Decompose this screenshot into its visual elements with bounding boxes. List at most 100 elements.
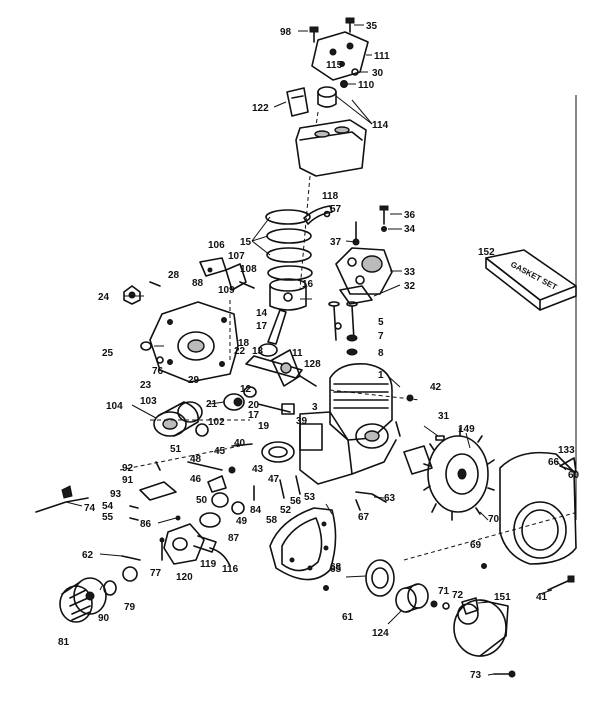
screw-28 — [149, 281, 161, 287]
nut-110 — [340, 80, 348, 88]
label-34: 34 — [404, 224, 416, 235]
label-61: 61 — [342, 612, 354, 623]
label-56: 56 — [290, 496, 302, 507]
label-103: 103 — [140, 396, 157, 407]
label-5: 5 — [378, 317, 384, 328]
label-32: 32 — [404, 281, 416, 292]
label-152: 152 — [478, 247, 495, 258]
pulley-124 — [395, 583, 429, 613]
screw-77 — [159, 537, 165, 561]
label-31: 31 — [438, 411, 450, 422]
label-90: 90 — [98, 613, 110, 624]
label-149: 149 — [458, 424, 475, 435]
governor-parts — [199, 475, 301, 528]
label-74: 74 — [84, 503, 96, 514]
label-52: 52 — [280, 505, 292, 516]
label-57: 57 — [330, 204, 342, 215]
label-25: 25 — [102, 348, 114, 359]
plug-42 — [406, 394, 414, 402]
label-45: 45 — [214, 446, 226, 457]
small-pins — [129, 461, 181, 521]
label-14: 14 — [256, 308, 268, 319]
governor-arm — [187, 443, 253, 474]
label-88: 88 — [192, 278, 204, 289]
label-19: 19 — [258, 421, 270, 432]
label-87: 87 — [228, 533, 240, 544]
part-number-labels: 98 35 111 115 30 110 122 114 118 57 36 3… — [58, 21, 580, 681]
screw-41 — [547, 575, 575, 591]
gasket-set-label: GASKET SET — [509, 260, 558, 292]
rod-67 — [355, 491, 387, 511]
seal-61 — [365, 559, 395, 597]
label-39: 39 — [296, 416, 308, 427]
bracket-32 — [339, 285, 373, 305]
cylinder-head-33 — [335, 247, 393, 295]
label-63: 63 — [384, 493, 396, 504]
label-15: 15 — [240, 237, 252, 248]
label-92: 92 — [122, 463, 134, 474]
ignition-coil — [403, 445, 433, 475]
label-71: 71 — [438, 586, 450, 597]
label-20: 20 — [248, 400, 260, 411]
label-50: 50 — [196, 495, 208, 506]
label-106: 106 — [208, 240, 225, 251]
label-79: 79 — [124, 602, 136, 613]
label-119: 119 — [200, 559, 217, 570]
label-1: 1 — [378, 370, 384, 381]
label-65: 65 — [330, 564, 342, 575]
label-30: 30 — [372, 68, 384, 79]
label-70: 70 — [488, 514, 500, 525]
label-17: 17 — [256, 321, 268, 332]
label-151: 151 — [494, 592, 511, 603]
label-62: 62 — [82, 550, 94, 561]
clamp-57 — [323, 210, 331, 218]
gasket-set-box: GASKET SET — [485, 249, 577, 311]
label-128: 128 — [304, 359, 321, 370]
leader-lines — [65, 24, 567, 676]
label-48: 48 — [190, 454, 202, 465]
linkage-74 — [35, 485, 89, 513]
label-86: 86 — [140, 519, 152, 530]
label-40: 40 — [234, 438, 246, 449]
label-98: 98 — [280, 27, 292, 38]
label-67: 67 — [358, 512, 370, 523]
label-43: 43 — [252, 464, 264, 475]
label-118: 118 — [322, 191, 339, 202]
label-54: 54 — [102, 501, 114, 512]
label-81: 81 — [58, 637, 70, 648]
label-22: 22 — [234, 346, 246, 357]
label-55: 55 — [102, 512, 114, 523]
label-115: 115 — [326, 60, 343, 71]
label-36: 36 — [404, 210, 416, 221]
label-24: 24 — [98, 292, 110, 303]
filter-79 — [122, 566, 138, 582]
crankcase-cover — [149, 301, 239, 383]
label-76: 76 — [152, 366, 164, 377]
label-111: 111 — [374, 51, 390, 62]
label-69: 69 — [470, 540, 482, 551]
label-60: 60 — [568, 470, 580, 481]
muffler-outlet — [317, 86, 337, 108]
guard-band-64 — [269, 507, 337, 581]
cylinder-block-1 — [299, 362, 397, 485]
screw-98 — [309, 26, 319, 43]
label-109: 109 — [218, 285, 235, 296]
label-49: 49 — [236, 516, 248, 527]
label-7: 7 — [378, 331, 384, 342]
exhaust-tube-118 — [303, 205, 333, 225]
recoil-starter-151 — [453, 597, 509, 657]
label-66: 66 — [548, 457, 560, 468]
connecting-rod-14 — [258, 309, 287, 357]
label-35: 35 — [366, 21, 378, 32]
label-108: 108 — [240, 264, 257, 275]
label-41: 41 — [536, 592, 548, 603]
label-77: 77 — [150, 568, 162, 579]
label-17b: 17 — [248, 410, 260, 421]
label-124: 124 — [372, 628, 389, 639]
label-53: 53 — [304, 492, 316, 503]
label-13: 13 — [252, 346, 264, 357]
label-16: 16 — [302, 279, 314, 290]
bolt-36 — [379, 205, 389, 225]
label-47: 47 — [268, 474, 280, 485]
